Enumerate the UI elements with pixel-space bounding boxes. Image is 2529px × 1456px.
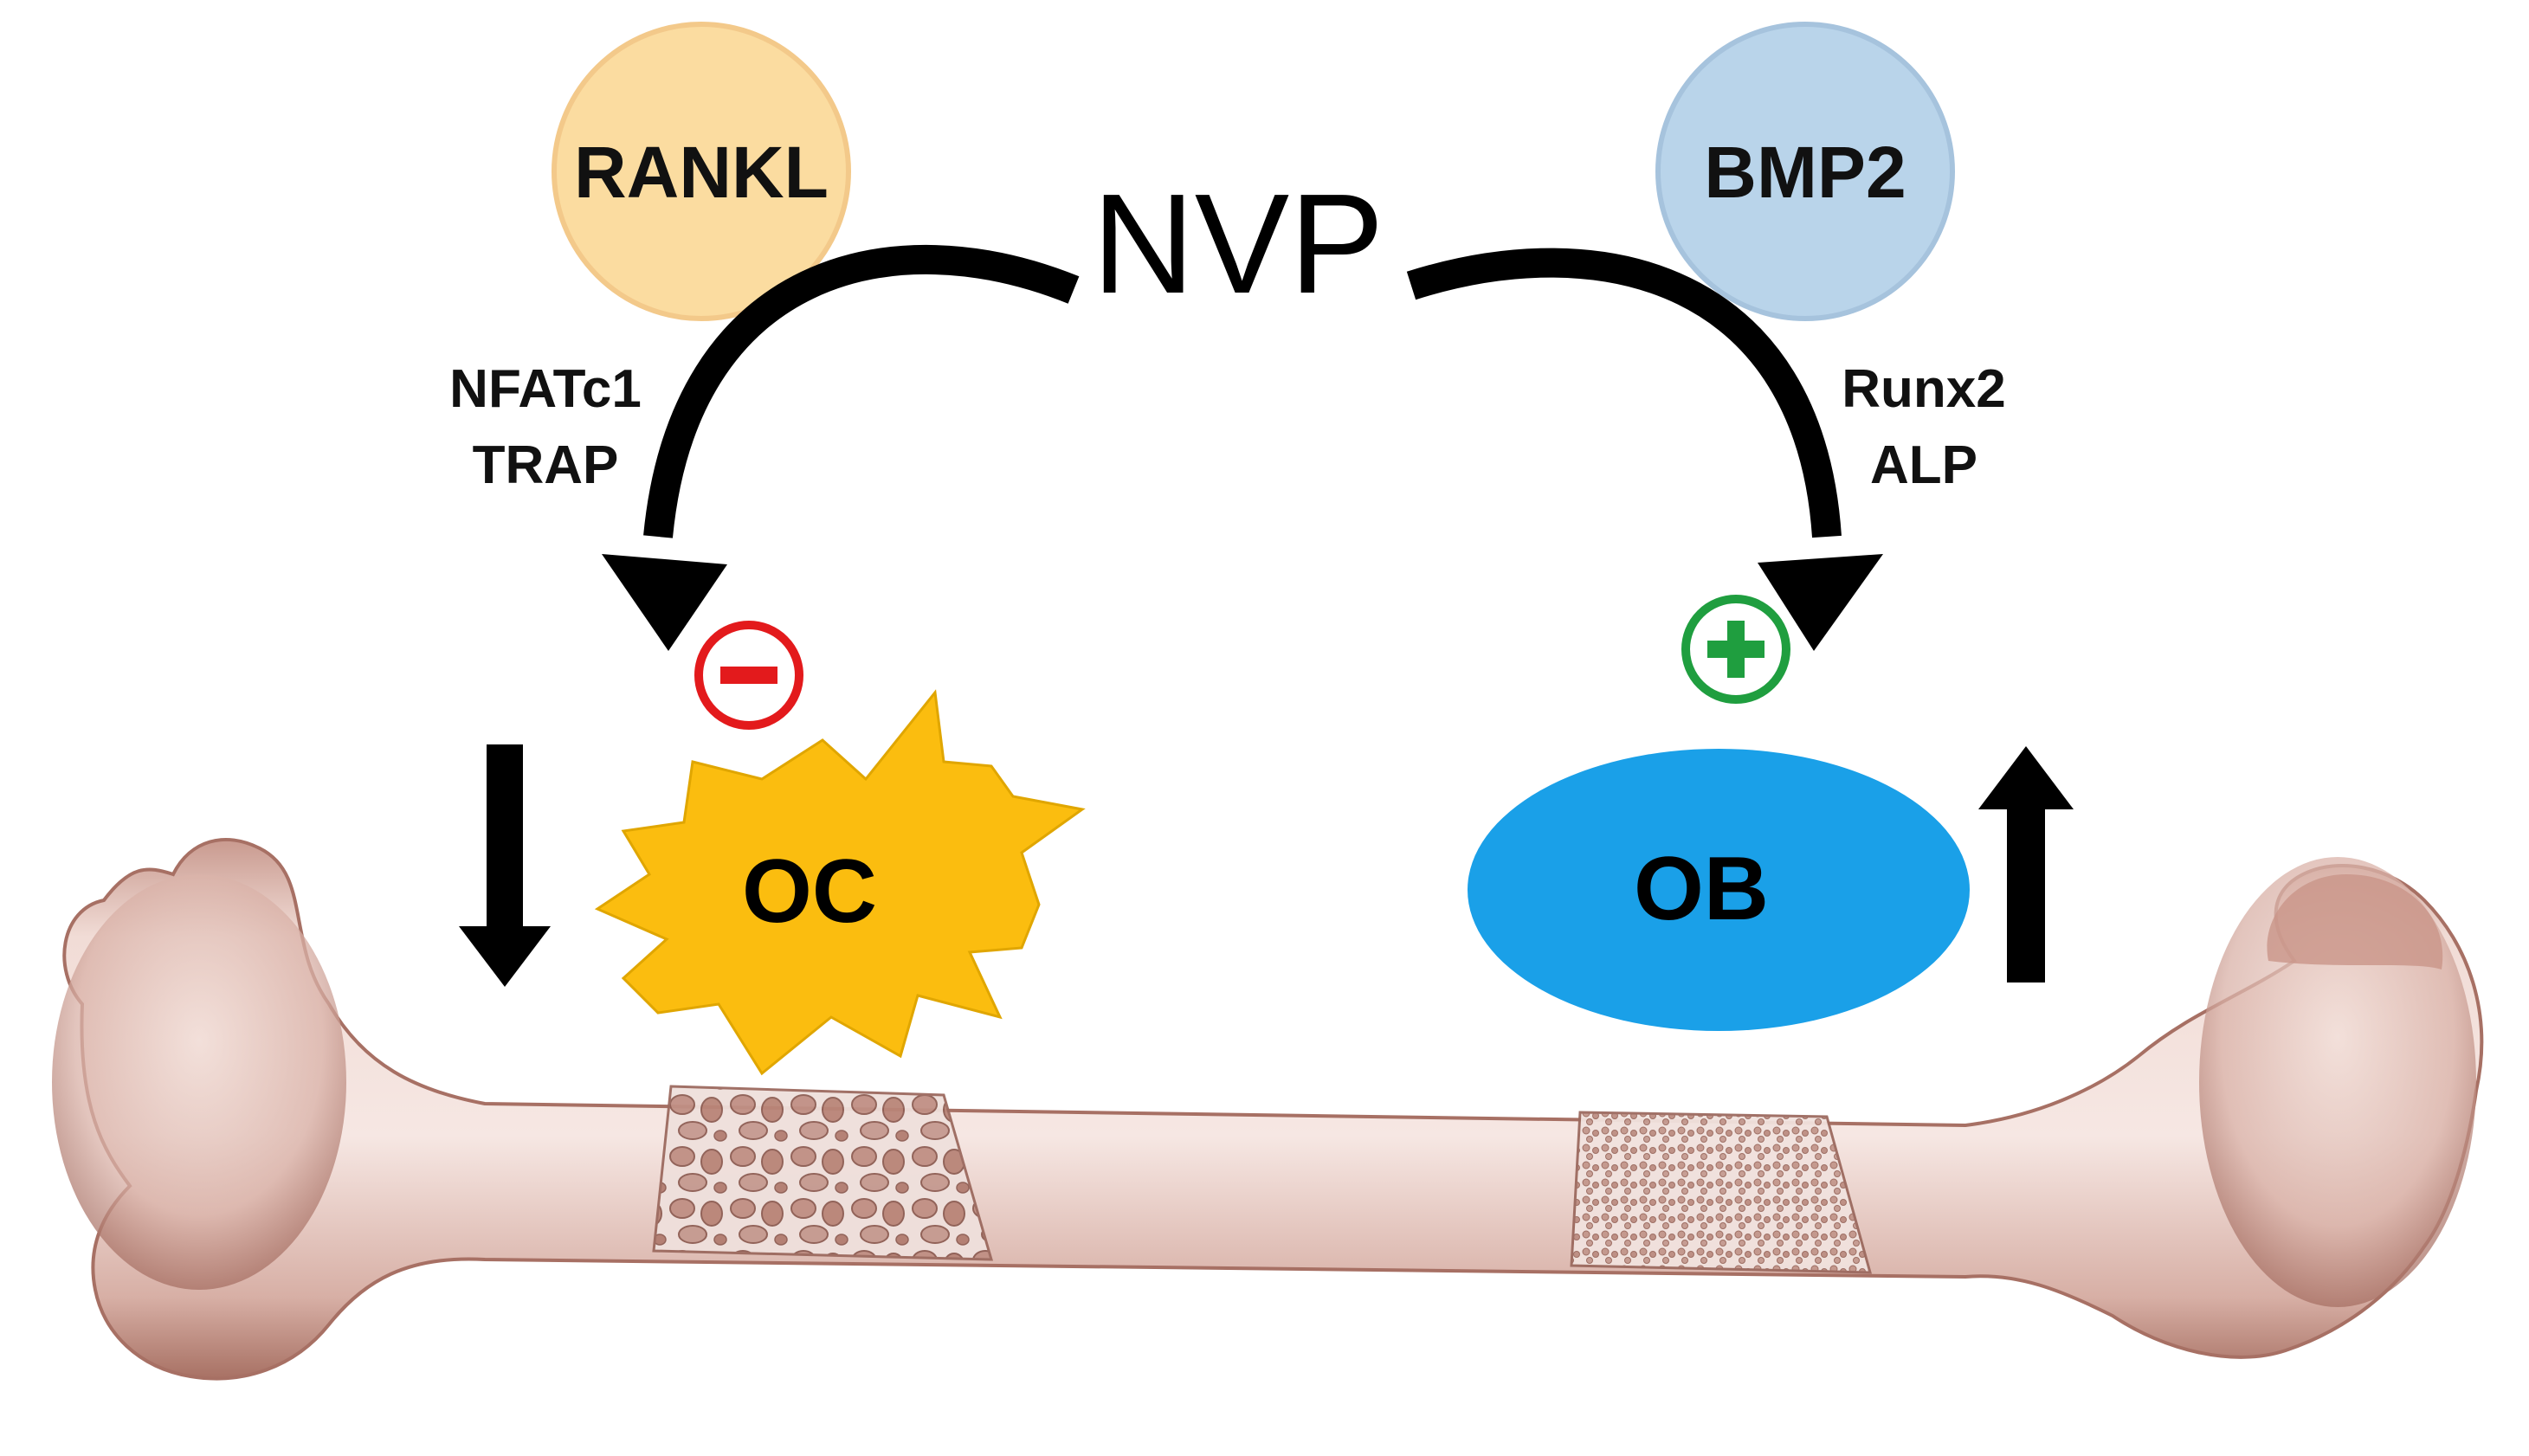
osteoclast-cell: OC [594,689,1086,1076]
femur-bone [52,838,2484,1381]
left-arrowhead [602,554,727,651]
down-arrow-icon [459,744,551,987]
runx2-label: Runx2 [1842,359,2005,419]
right-curved-arrow [1406,248,1883,651]
bone-shaft [62,838,2484,1381]
nvp-label: NVP [1092,164,1384,323]
bone-knob-right [2267,874,2443,970]
bone-head-left [52,874,346,1290]
bone-cancellous-coarse [652,1085,994,1261]
bmp2-label: BMP2 [1704,132,1906,213]
right-arrowhead [1758,554,1883,651]
up-arrow-icon [1978,746,2074,982]
bone-cancellous-fine [1570,1111,1872,1274]
left-curved-arrow [602,244,1080,651]
osteoblast-cell: OB [1468,749,1970,1031]
bmp2-node: BMP2 [1655,22,1955,321]
bone-head-right [2199,857,2476,1307]
oc-label: OC [742,841,877,942]
ob-label: OB [1634,839,1769,939]
minus-sign-icon [694,621,803,730]
alp-label: ALP [1870,435,1977,495]
plus-sign-icon [1681,595,1790,704]
trap-label: TRAP [473,435,619,495]
nfatc1-label: NFATc1 [449,359,642,419]
rankl-node: RANKL [552,22,851,321]
rankl-label: RANKL [574,132,829,213]
